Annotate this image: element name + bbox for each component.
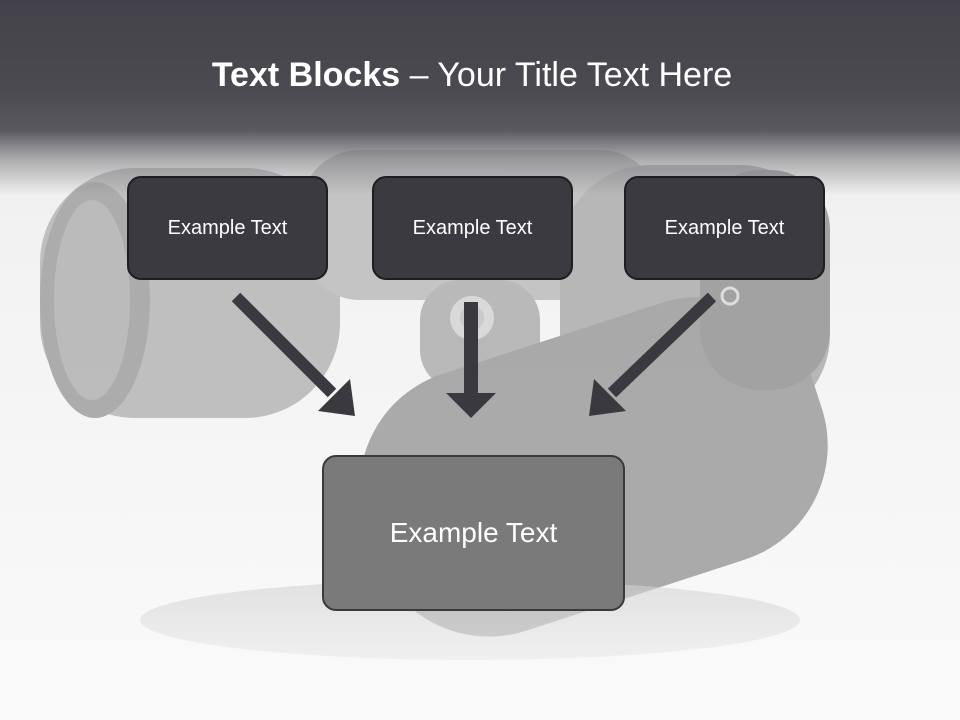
arrow-left	[231, 292, 355, 416]
arrow-center	[446, 302, 496, 418]
bottom-box-label: Example Text	[389, 517, 558, 548]
top-box-right-label: Example Text	[664, 216, 785, 239]
top-box-center: Example Text	[372, 176, 573, 280]
title-rest: Your Title Text Here	[437, 56, 733, 94]
top-box-left-label: Example Text	[167, 216, 288, 239]
top-box-right: Example Text	[624, 176, 825, 280]
title-bold: Text Blocks	[211, 56, 401, 94]
title-dash: –	[409, 56, 429, 94]
top-box-center-label: Example Text	[412, 216, 533, 239]
top-box-left: Example Text	[127, 176, 328, 280]
slide-title: Text Blocks – Your Title Text Here	[0, 52, 944, 98]
arrow-right	[589, 292, 717, 416]
bottom-box: Example Text	[322, 455, 625, 611]
title-bar	[0, 0, 960, 195]
